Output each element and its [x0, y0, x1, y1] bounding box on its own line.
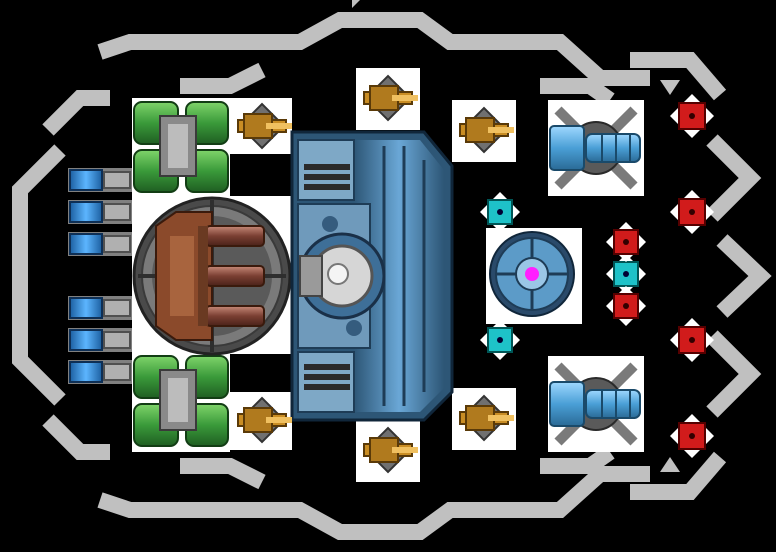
reactor-icon — [132, 196, 292, 356]
turret-icon — [363, 74, 418, 122]
turret-icon — [237, 396, 292, 444]
red-node-icon — [606, 286, 646, 326]
hull-accent — [352, 0, 680, 472]
fuel-cell-icon — [68, 296, 132, 320]
fuel-cell-icon — [68, 360, 132, 384]
fuel-cell-bank-top — [68, 168, 132, 256]
fuel-cell-icon — [68, 168, 132, 192]
red-node-icon — [670, 318, 714, 362]
red-node-icon — [670, 414, 714, 458]
fuel-cell-bank-bottom — [68, 296, 132, 384]
red-node-icon — [606, 222, 646, 262]
turret-icon — [363, 426, 418, 474]
shield-node-icon — [606, 254, 646, 294]
ship-core-icon — [290, 130, 454, 422]
turret-icon — [459, 394, 514, 442]
shield-node-icon — [480, 192, 520, 232]
turret-icon — [237, 102, 292, 150]
fuel-cell-icon — [68, 200, 132, 224]
engine-icon — [133, 355, 229, 447]
red-node-icon — [670, 190, 714, 234]
fuel-cell-icon — [68, 232, 132, 256]
turret-icon — [459, 106, 514, 154]
hull-outline — [12, 11, 772, 540]
fuel-cell-icon — [68, 328, 132, 352]
heavy-cannon-icon — [549, 362, 641, 446]
heavy-cannon-icon — [549, 106, 641, 190]
engine-icon — [133, 101, 229, 193]
shield-node-icon — [480, 320, 520, 360]
red-node-icon — [670, 94, 714, 138]
sensor-orb-icon — [489, 231, 575, 317]
